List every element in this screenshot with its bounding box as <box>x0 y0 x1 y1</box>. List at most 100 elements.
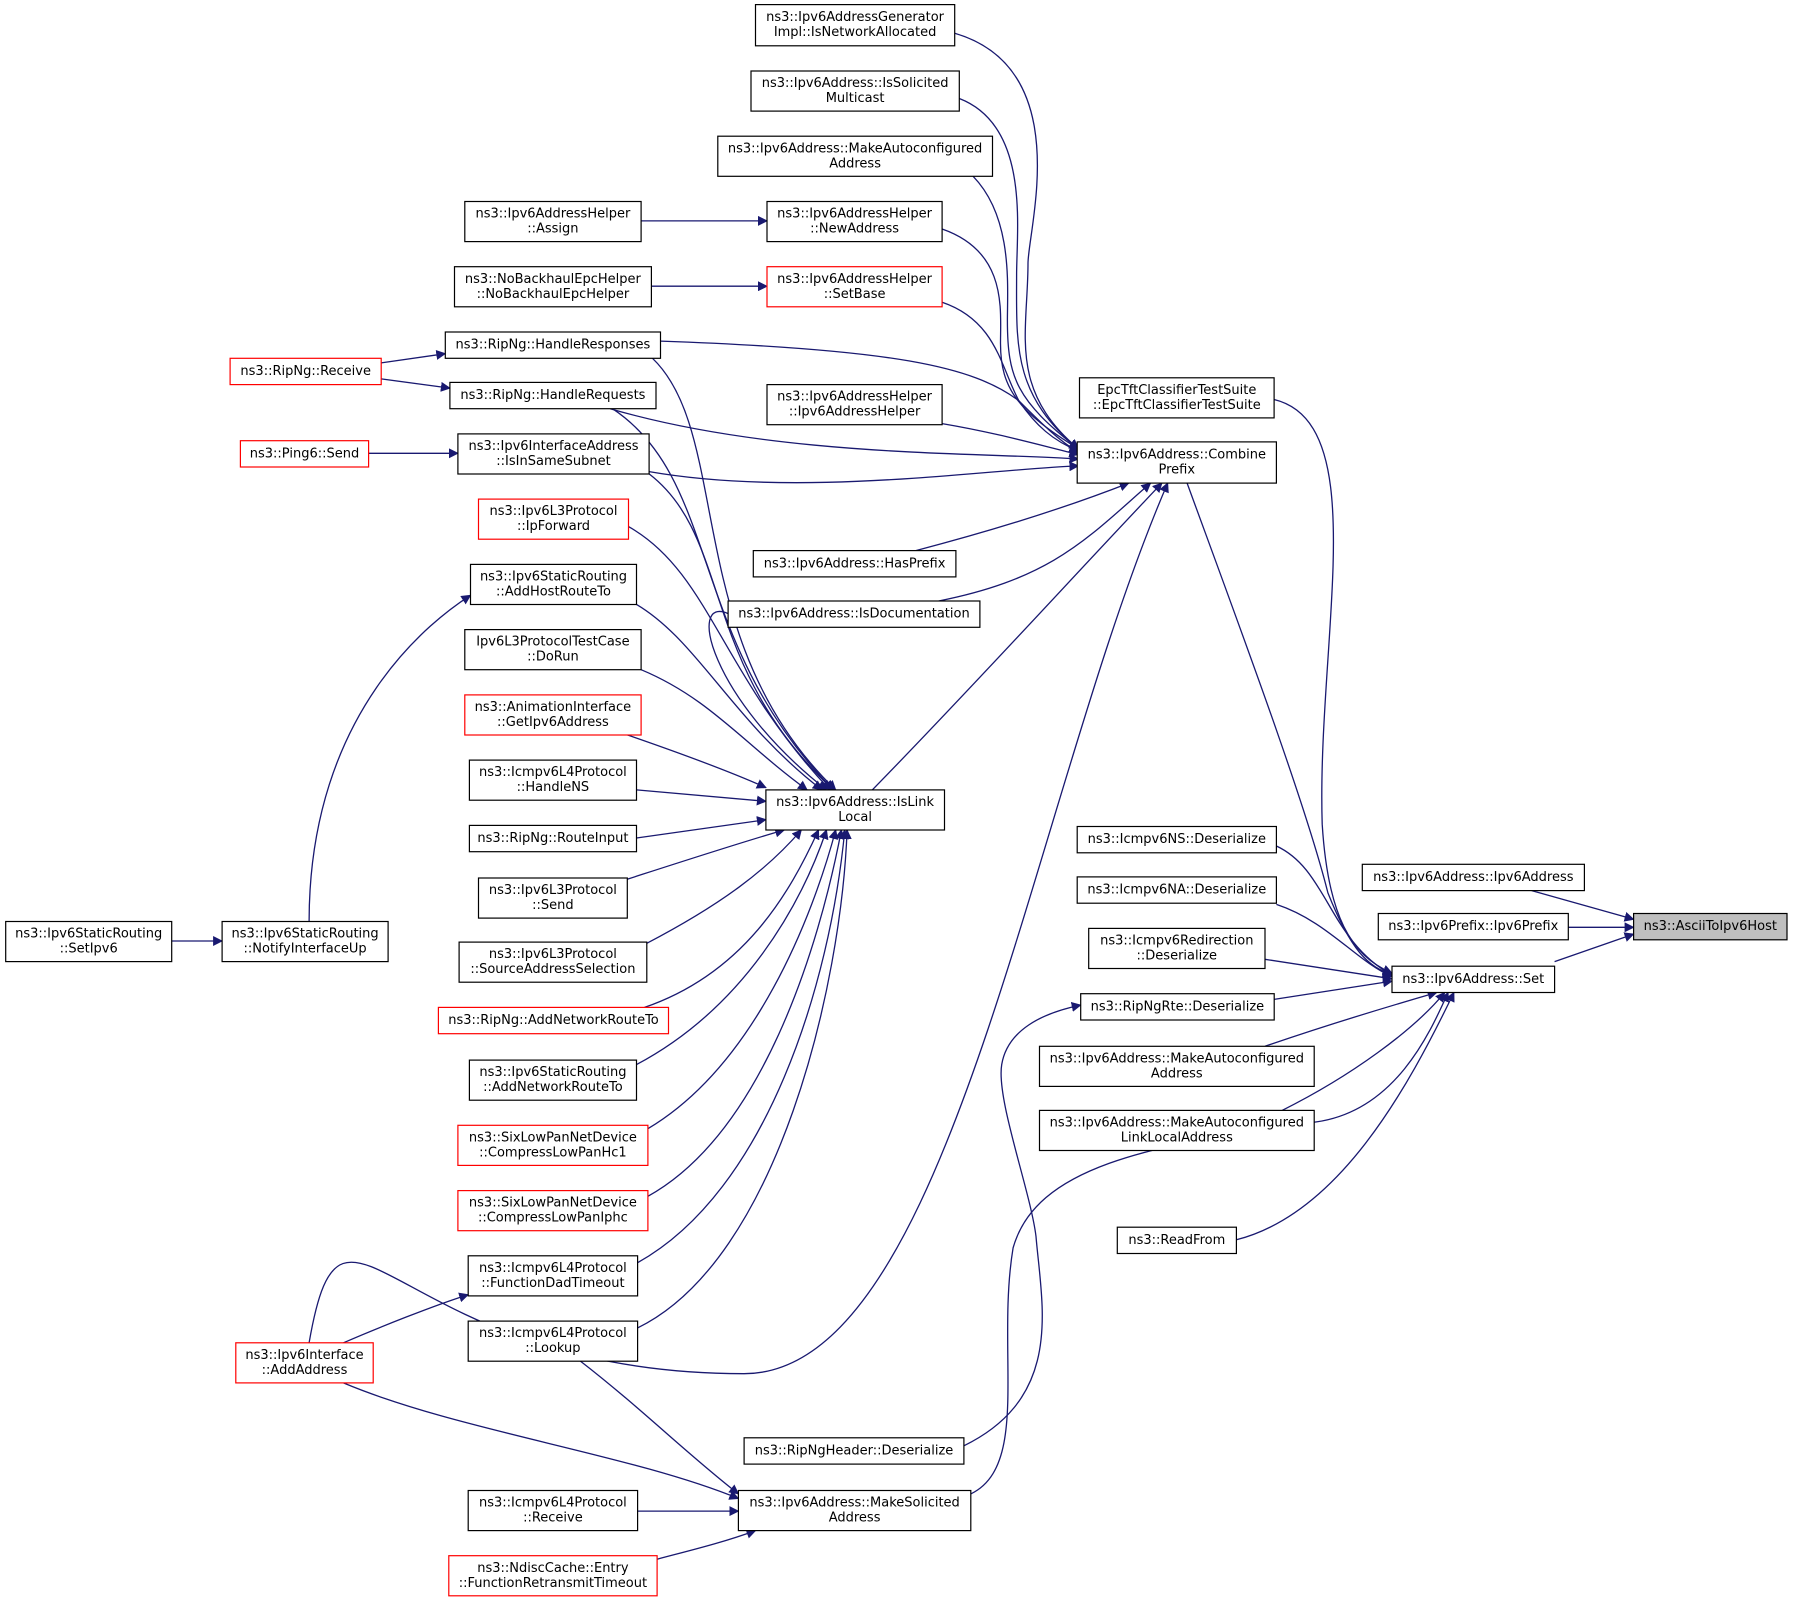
node-redirection-deser[interactable]: ns3::Icmpv6Redirection::Deserialize <box>1088 927 1266 970</box>
node-handlens[interactable]: ns3::Icmpv6L4Protocol::HandleNS <box>468 759 638 801</box>
node-srcaddrsel[interactable]: ns3::Ipv6L3Protocol::SourceAddressSelect… <box>458 941 648 983</box>
node-lookup[interactable]: ns3::Icmpv6L4Protocol::Lookup <box>467 1320 639 1362</box>
node-epctft[interactable]: EpcTftClassifierTestSuite::EpcTftClassif… <box>1078 377 1275 419</box>
node-label: ns3::Icmpv6L4Protocol <box>479 765 627 780</box>
node-helper-setbase[interactable]: ns3::Ipv6AddressHelper::SetBase <box>766 266 943 308</box>
node-label: ns3::Ipv6Address::HasPrefix <box>764 556 946 571</box>
call-edge-routeinput <box>636 816 767 839</box>
node-label: ::GetIpv6Address <box>497 715 609 730</box>
node-handleresponses[interactable]: ns3::RipNg::HandleResponses <box>444 331 662 359</box>
call-edge-ipv6addr-ctor <box>1531 889 1635 922</box>
node-label: ns3::Ipv6Address::MakeAutoconfigured <box>1050 1116 1304 1131</box>
node-box <box>766 200 943 243</box>
node-label: ::FunctionDadTimeout <box>481 1276 624 1291</box>
node-icmpv6na-deser[interactable]: ns3::Icmpv6NA::Deserialize <box>1076 876 1277 904</box>
node-label: Local <box>838 810 872 825</box>
node-retransmit[interactable]: ns3::NdiscCache::Entry::FunctionRetransm… <box>448 1555 658 1597</box>
call-edge-ipv6addr-set <box>1554 932 1635 963</box>
node-label: EpcTftClassifierTestSuite <box>1097 383 1256 398</box>
node-box <box>457 433 650 475</box>
node-label: ::AddNetworkRouteTo <box>483 1080 623 1095</box>
node-addnetroute-ripng[interactable]: ns3::RipNg::AddNetworkRouteTo <box>437 1006 670 1035</box>
node-label: ns3::Icmpv6Redirection <box>1100 933 1253 948</box>
node-label: ns3::Ipv6Address::Ipv6Address <box>1373 870 1574 885</box>
node-box <box>468 1059 638 1101</box>
node-ripngheader-deser[interactable]: ns3::RipNgHeader::Deserialize <box>743 1437 965 1465</box>
node-box <box>464 694 642 736</box>
node-label: ns3::Ipv6L3Protocol <box>489 947 617 962</box>
node-label: ::Deserialize <box>1137 948 1218 963</box>
node-ping6send[interactable]: ns3::Ping6::Send <box>239 440 370 468</box>
node-routeinput[interactable]: ns3::RipNg::RouteInput <box>468 824 638 853</box>
node-box <box>1076 876 1277 904</box>
node-addaddress[interactable]: ns3::Ipv6Interface::AddAddress <box>235 1342 374 1384</box>
node-insamesubnet[interactable]: ns3::Ipv6InterfaceAddress::IsInSameSubne… <box>457 433 650 475</box>
node-ripng-receive[interactable]: ns3::RipNg::Receive <box>229 357 382 386</box>
call-edge-ipforward <box>628 526 831 791</box>
node-label: ns3::NdiscCache::Entry <box>477 1561 629 1576</box>
node-helper-newaddr[interactable]: ns3::Ipv6AddressHelper::NewAddress <box>766 200 943 243</box>
node-box <box>464 628 642 671</box>
node-isdoc[interactable]: ns3::Ipv6Address::IsDocumentation <box>727 600 981 628</box>
call-edge-makeautoconf-mid <box>1264 990 1438 1047</box>
node-addhostroute[interactable]: ns3::Ipv6StaticRouting::AddHostRouteTo <box>469 563 638 606</box>
node-label: ::SetIpv6 <box>60 942 118 957</box>
node-box <box>235 1342 374 1384</box>
node-setipv6[interactable]: ns3::Ipv6StaticRouting::SetIpv6 <box>5 920 173 963</box>
node-label: ::Ipv6AddressHelper <box>789 405 921 420</box>
node-icmp-receive[interactable]: ns3::Icmpv6L4Protocol::Receive <box>467 1489 639 1532</box>
node-box <box>468 759 638 801</box>
node-ipv6addr-set[interactable]: ns3::Ipv6Address::Set <box>1391 965 1556 994</box>
node-readfrom[interactable]: ns3::ReadFrom <box>1116 1226 1238 1255</box>
node-l3send[interactable]: ns3::Ipv6L3Protocol::Send <box>477 877 628 919</box>
node-label: ns3::Icmpv6NS::Deserialize <box>1088 832 1266 847</box>
node-l3testcase[interactable]: Ipv6L3ProtocolTestCase::DoRun <box>464 628 642 671</box>
node-makeautoconf-top[interactable]: ns3::Ipv6Address::MakeAutoconfiguredAddr… <box>717 135 994 177</box>
node-compresshc1[interactable]: ns3::SixLowPanNetDevice::CompressLowPanH… <box>457 1124 649 1167</box>
node-ipv6addr-ctor[interactable]: ns3::Ipv6Address::Ipv6Address <box>1361 863 1586 892</box>
node-ripngrte-deser[interactable]: ns3::RipNgRte::Deserialize <box>1080 993 1275 1021</box>
node-addnetroute-static[interactable]: ns3::Ipv6StaticRouting::AddNetworkRouteT… <box>468 1059 638 1101</box>
node-label: ::Receive <box>523 1511 583 1526</box>
node-box <box>5 920 173 963</box>
node-box <box>1632 912 1788 941</box>
node-ipforward[interactable]: ns3::Ipv6L3Protocol::IpForward <box>477 498 630 540</box>
node-label: ::CompressLowPanIphc <box>478 1211 628 1226</box>
node-makeautoconf-ll[interactable]: ns3::Ipv6Address::MakeAutoconfiguredLink… <box>1038 1109 1315 1152</box>
node-nobackhaul[interactable]: ns3::NoBackhaulEpcHelper::NoBackhaulEpcH… <box>453 266 652 308</box>
node-ipv6prefix-ctor[interactable]: ns3::Ipv6Prefix::Ipv6Prefix <box>1377 912 1569 941</box>
node-label: ns3::Ipv6StaticRouting <box>15 927 162 942</box>
node-icmpv6ns-deser[interactable]: ns3::Icmpv6NS::Deserialize <box>1076 825 1277 854</box>
node-handlerequests[interactable]: ns3::RipNg::HandleRequests <box>449 381 657 410</box>
node-box <box>457 1124 649 1167</box>
node-box <box>1391 965 1556 994</box>
node-helper-assign[interactable]: ns3::Ipv6AddressHelper::Assign <box>464 200 642 243</box>
node-hasprefix[interactable]: ns3::Ipv6Address::HasPrefix <box>752 549 957 578</box>
node-makeautoconf-mid[interactable]: ns3::Ipv6Address::MakeAutoconfiguredAddr… <box>1038 1045 1315 1088</box>
call-edge-redirection-deser <box>1264 958 1393 983</box>
node-getipv6addr[interactable]: ns3::AnimationInterface::GetIpv6Address <box>464 694 642 736</box>
node-box <box>1116 1226 1238 1255</box>
call-edge-ripng-receive <box>381 378 451 392</box>
node-box <box>457 1189 649 1232</box>
node-label: ns3::Ipv6AddressHelper <box>777 272 933 287</box>
node-label: Prefix <box>1159 463 1196 478</box>
node-notifyup[interactable]: ns3::Ipv6StaticRouting::NotifyInterfaceU… <box>221 920 389 963</box>
node-box <box>453 266 652 308</box>
node-compressiphc[interactable]: ns3::SixLowPanNetDevice::CompressLowPanI… <box>457 1189 649 1232</box>
node-helper-ctor[interactable]: ns3::Ipv6AddressHelper::Ipv6AddressHelpe… <box>766 384 943 426</box>
call-edge-compresshc1 <box>647 829 839 1130</box>
call-edge-makeautoconf-ll <box>1281 991 1446 1111</box>
node-isnetalloc[interactable]: ns3::Ipv6AddressGeneratorImpl::IsNetwork… <box>754 3 956 47</box>
node-label: ns3::Ipv6L3Protocol <box>489 883 617 898</box>
node-label: ns3::RipNg::RouteInput <box>477 831 628 846</box>
node-asciitohost[interactable]: ns3::AsciiToIpv6Host <box>1632 912 1788 941</box>
node-label: ::EpcTftClassifierTestSuite <box>1093 398 1261 413</box>
node-dadtimeout[interactable]: ns3::Icmpv6L4Protocol::FunctionDadTimeou… <box>467 1255 639 1297</box>
node-box <box>467 1320 639 1362</box>
node-box <box>221 920 389 963</box>
